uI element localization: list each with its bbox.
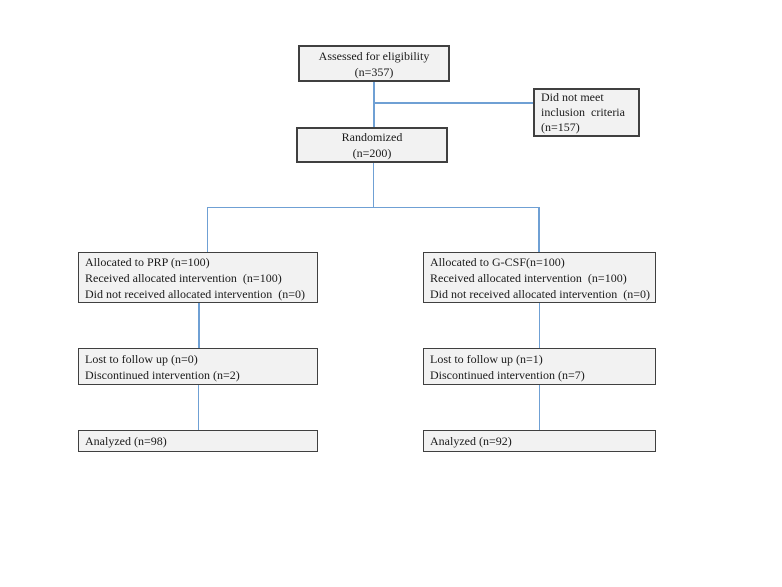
connector-split-to-allocation-right (538, 207, 540, 252)
box-text-line: Discontinued intervention (n=2) (85, 367, 240, 382)
connector-allocation-to-followup-right (538, 302, 540, 348)
box-text-line: Received allocated intervention (n=100) (85, 270, 282, 285)
box-text-line: Did not received allocated intervention … (85, 286, 306, 301)
box-randomized: Randomized (n=200) (296, 127, 448, 163)
box-text-line: (n=200) (352, 146, 392, 160)
connector-split-to-allocation-left (206, 207, 208, 252)
connector-to-excluded (374, 102, 533, 104)
box-text-line: inclusion criteria (541, 105, 625, 119)
box-followup-gcsf: Lost to follow up (n=1) Discontinued int… (423, 348, 656, 385)
box-text-line: (n=357) (354, 64, 394, 79)
box-text-line: Allocated to PRP (n=100) (85, 254, 210, 269)
connector-allocation-to-followup-left (198, 302, 200, 348)
box-text-line: Did not meet (541, 90, 604, 104)
box-text-line: Allocated to G-CSF(n=100) (430, 254, 565, 269)
box-text-line: Randomized (341, 130, 403, 144)
box-text-line: Assessed for eligibility (318, 48, 430, 63)
box-text-line: Analyzed (n=98) (85, 434, 167, 448)
connector-followup-to-analyzed-left (197, 384, 199, 430)
connector-assessed-to-randomized (373, 81, 375, 127)
box-text-line: Received allocated intervention (n=100) (430, 270, 627, 285)
box-assessed-eligibility: Assessed for eligibility (n=357) (298, 45, 450, 82)
box-allocation-prp: Allocated to PRP (n=100) Received alloca… (78, 252, 318, 303)
connector-split-horizontal (206, 206, 540, 208)
connector-followup-to-analyzed-right (538, 384, 540, 430)
connector-randomized-to-split (372, 163, 374, 207)
box-text-line: Discontinued intervention (n=7) (430, 367, 585, 382)
box-text-line: Did not received allocated intervention … (430, 286, 651, 301)
box-followup-prp: Lost to follow up (n=0) Discontinued int… (78, 348, 318, 385)
box-text-line: (n=157) (541, 120, 580, 134)
box-text-line: Analyzed (n=92) (430, 434, 512, 448)
box-allocation-gcsf: Allocated to G-CSF(n=100) Received alloc… (423, 252, 656, 303)
box-analyzed-gcsf: Analyzed (n=92) (423, 430, 656, 452)
box-analyzed-prp: Analyzed (n=98) (78, 430, 318, 452)
box-text-line: Lost to follow up (n=1) (430, 351, 543, 366)
box-excluded: Did not meet inclusion criteria (n=157) (533, 88, 640, 137)
box-text-line: Lost to follow up (n=0) (85, 351, 198, 366)
